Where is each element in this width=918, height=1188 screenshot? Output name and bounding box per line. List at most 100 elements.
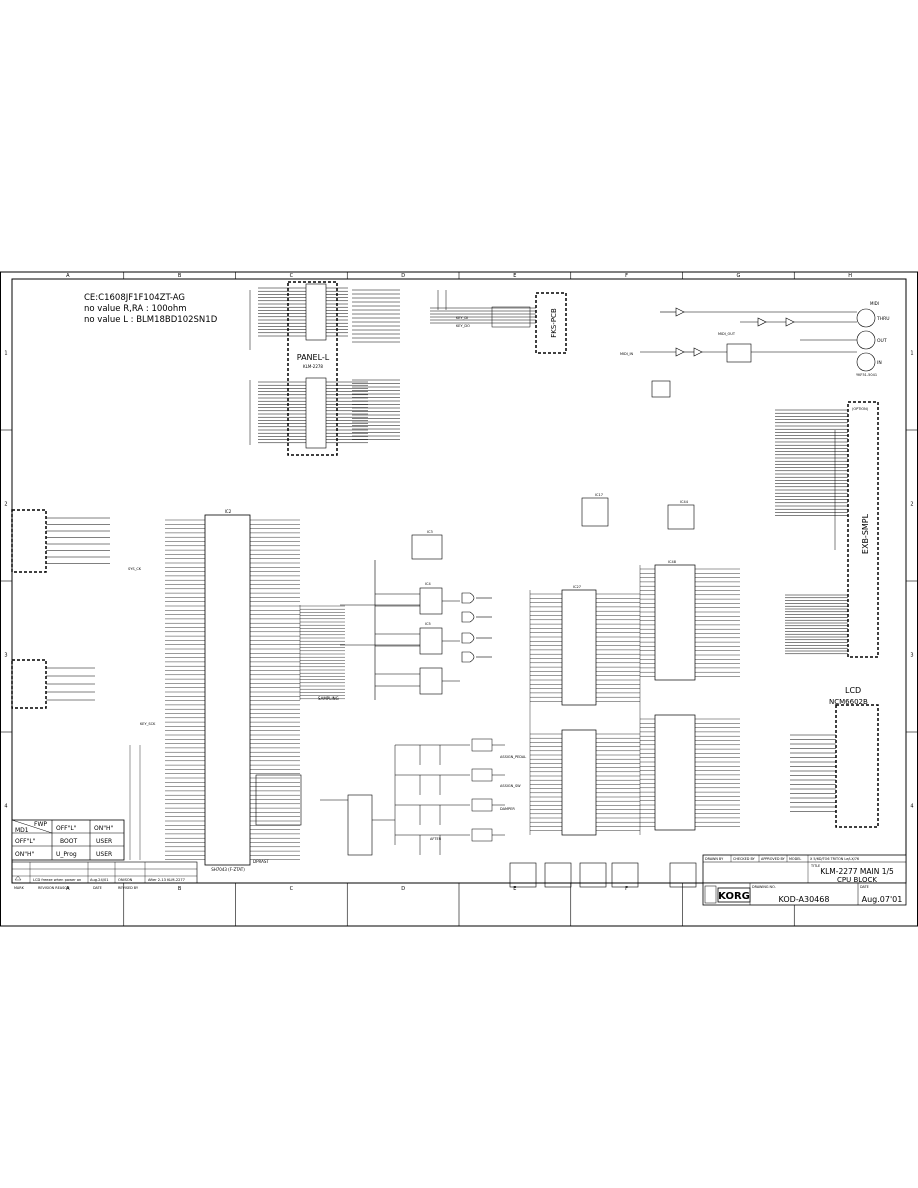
note-resistor: no value R,RA : 100ohm bbox=[84, 304, 187, 314]
exb-label: EXB-SMPL bbox=[861, 513, 870, 554]
border-number-left: 4 bbox=[4, 804, 7, 810]
logic-ic bbox=[419, 667, 443, 695]
signal-key-sck: KEY_SCK bbox=[140, 722, 156, 726]
ic17-label: IC17 bbox=[595, 493, 603, 497]
border-ticks bbox=[0, 272, 918, 926]
signal-key-di: KEY_DI bbox=[456, 316, 468, 320]
border-letter-bottom: D bbox=[401, 886, 405, 892]
tb-title-line1: KLM-2277 MAIN 1/5 bbox=[820, 867, 894, 876]
title-block-lower: KORG DRAWING NO. KOD-A30468 DATE Aug.07'… bbox=[702, 882, 907, 906]
signal-after: AFTER bbox=[430, 837, 442, 841]
midi-in-label: IN bbox=[877, 360, 882, 366]
border-number-right: 4 bbox=[910, 804, 913, 810]
signal-key-do: KEY_DO bbox=[456, 324, 470, 328]
border-number-right: 3 bbox=[910, 653, 913, 659]
fks-lines bbox=[430, 290, 536, 324]
midi-thru-label: THRU bbox=[876, 316, 890, 322]
note-ce: CE:C1608JF1F104ZT-AG bbox=[84, 293, 185, 303]
border-number-left: 3 bbox=[4, 653, 7, 659]
border-number-right: 1 bbox=[910, 351, 913, 357]
mode-corner-md1: MD1 bbox=[15, 827, 29, 834]
inner-frame bbox=[11, 278, 907, 884]
note-inductor: no value L : BLM18BD102SN1D bbox=[84, 315, 218, 325]
revision-by: ONISON bbox=[118, 878, 133, 882]
tb-title-line2: CPU BLOCK bbox=[837, 876, 877, 884]
border-letter-top: G bbox=[736, 273, 740, 279]
ic4-label: IC4 bbox=[425, 582, 431, 586]
cpu-pins bbox=[129, 519, 345, 860]
mode-row2-col2: USER bbox=[96, 851, 112, 858]
left-connectors bbox=[11, 509, 47, 709]
tb-drawing-no: KOD-A30468 bbox=[779, 895, 830, 904]
tb-approved-by: APPROVED BY bbox=[761, 857, 786, 861]
signal-assign-pedal: ASSIGN_PEDAL bbox=[500, 755, 526, 759]
jack bbox=[471, 768, 493, 782]
revision-entry: LCD freeze when power on bbox=[33, 878, 81, 882]
rev-header-reason: REVISION REASON bbox=[38, 886, 70, 890]
signal-midi-out: MIDI_OUT bbox=[718, 332, 736, 336]
signal-dprast: DPRAST bbox=[253, 859, 269, 864]
mode-col-on: ON"H" bbox=[94, 825, 113, 832]
border-letter-bottom: E bbox=[513, 886, 516, 892]
border-letter-top: E bbox=[513, 273, 516, 279]
outer-frame bbox=[0, 271, 918, 927]
mode-col-fwp: FWP bbox=[34, 821, 47, 828]
ic44-label: IC44 bbox=[680, 500, 689, 504]
cpu-part: SH7043 (F-ZTAT) bbox=[211, 867, 245, 872]
border-letter-top: H bbox=[848, 273, 852, 279]
mode-row1-col2: USER bbox=[96, 838, 112, 845]
mode-table: FWP MD1 OFF"L" ON"H" OFF"L" BOOT USER ON… bbox=[11, 819, 125, 861]
lcd-connector-block: LCD NCM6602B bbox=[829, 686, 879, 828]
signal-sys-ck: SYS_CK bbox=[128, 567, 142, 571]
exb-connector-block: EXB-SMPL (OPTION) bbox=[847, 401, 879, 658]
fks-label: FKS-PCB bbox=[550, 308, 558, 338]
border-letter-top: B bbox=[178, 273, 182, 279]
border-letter-bottom: C bbox=[290, 886, 294, 892]
tb-title-label: TITLE bbox=[810, 864, 820, 868]
mode-row1-label: OFF"L" bbox=[15, 838, 36, 845]
tb-drawing-no-label: DRAWING NO. bbox=[752, 885, 776, 889]
border-letter-top: F bbox=[625, 273, 628, 279]
signal-sampling: SAMPLING bbox=[318, 696, 339, 701]
panel-sublabel: KLM-2278 bbox=[303, 364, 323, 369]
signal-midi-in: MIDI_IN bbox=[620, 352, 634, 356]
left-lines bbox=[46, 517, 110, 701]
gate bbox=[461, 611, 475, 623]
gate bbox=[461, 632, 475, 644]
cpu-ref: IC2 bbox=[225, 509, 232, 514]
tb-date: Aug.07'01 bbox=[862, 895, 903, 904]
tb-checked-by: CHECKED BY bbox=[733, 857, 756, 861]
gate bbox=[461, 651, 475, 663]
logic-ic bbox=[419, 587, 443, 615]
border-number-left: 1 bbox=[4, 351, 7, 357]
bottom-ics bbox=[509, 862, 697, 888]
tb-model: X 5/6D/TO6 TRITON Le/LX/76 bbox=[810, 857, 859, 861]
border-number-left: 2 bbox=[4, 502, 7, 508]
midi-section bbox=[640, 307, 876, 398]
border-letter-bottom: B bbox=[178, 886, 182, 892]
logic-ic bbox=[419, 627, 443, 655]
logic-gates bbox=[340, 560, 492, 700]
memory-bus-lines bbox=[529, 565, 740, 835]
jack bbox=[471, 798, 493, 812]
gate bbox=[461, 592, 475, 604]
mode-row2-label: ON"H" bbox=[15, 851, 34, 858]
signal-damper: DAMPER bbox=[500, 807, 515, 811]
midi-part: YKF51-5041 bbox=[856, 373, 877, 377]
jack bbox=[471, 738, 493, 752]
mode-row1-col1: BOOT bbox=[60, 838, 77, 845]
tb-model-label: MODEL bbox=[789, 857, 801, 861]
panel-connector-block: PANEL-L KLM-2278 bbox=[287, 281, 338, 456]
rev-header-by: REVISED BY bbox=[118, 886, 139, 890]
mode-col-off: OFF"L" bbox=[56, 825, 77, 832]
rev-header-date: DATE bbox=[93, 886, 102, 890]
tb-date-label: DATE bbox=[860, 885, 869, 889]
midi-out-label: OUT bbox=[877, 338, 887, 344]
ic5-label: IC5 bbox=[425, 622, 431, 626]
border-number-right: 2 bbox=[910, 502, 913, 508]
cpu-ic2: IC2 SH7043 (F-ZTAT) bbox=[204, 509, 251, 872]
border-letter-top: C bbox=[290, 273, 294, 279]
memory-ics bbox=[561, 564, 696, 836]
lcd-lines bbox=[790, 734, 836, 812]
